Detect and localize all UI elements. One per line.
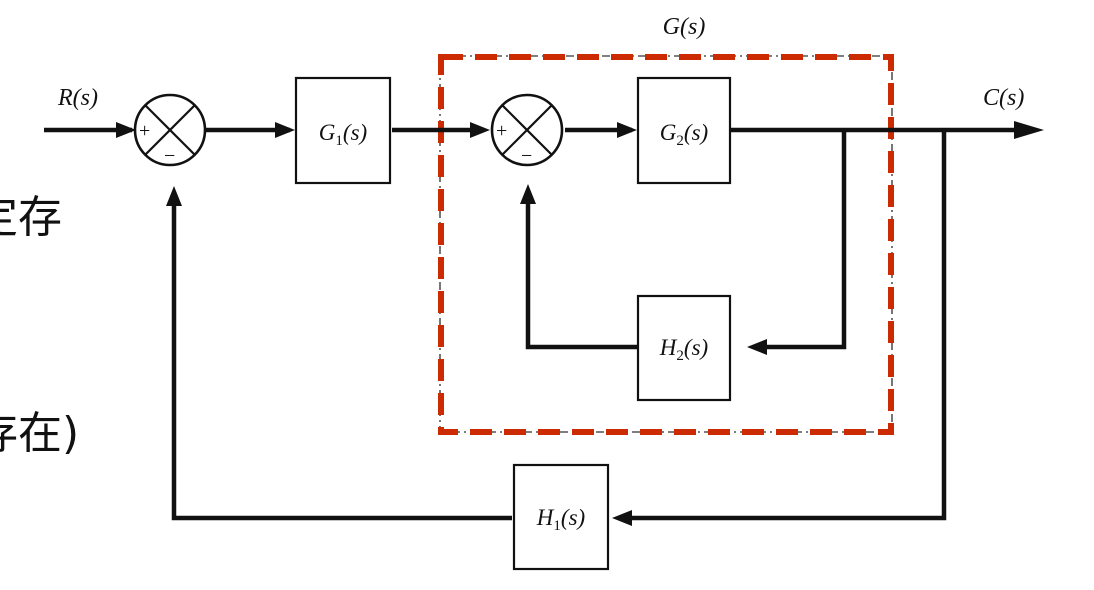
g2-block: G2(s) xyxy=(636,76,732,185)
partial-text-fragment-1: 定存 xyxy=(0,192,62,243)
output-label: C(s) xyxy=(983,85,1024,111)
h1-label: H1(s) xyxy=(536,505,585,534)
h1-block: H1(s) xyxy=(512,463,610,571)
sum2-to-g2-arrow xyxy=(617,122,637,138)
g1-to-sum2-arrow xyxy=(470,122,490,138)
input-arrow xyxy=(116,122,136,138)
outer-feedback-line xyxy=(620,130,947,521)
highlight-box xyxy=(438,54,894,435)
h2-label: H2(s) xyxy=(659,335,708,364)
g1-label: G1(s) xyxy=(319,120,367,149)
input-label: R(s) xyxy=(57,85,98,111)
g2-label: G2(s) xyxy=(660,120,708,149)
h2-to-sum2-arrow xyxy=(520,184,536,204)
outer-feedback-arrow xyxy=(612,510,632,526)
sum1-plus-sign: + xyxy=(139,120,150,142)
h1-to-sum1-line xyxy=(171,194,512,521)
sum2-plus-sign: + xyxy=(496,120,507,142)
group-label: G(s) xyxy=(663,14,706,40)
summing-junction-2: + − xyxy=(490,93,564,167)
h2-to-sum2-line xyxy=(525,190,638,350)
output-arrow xyxy=(1014,121,1044,139)
g1-block: G1(s) xyxy=(294,76,392,185)
h1-to-sum1-arrow xyxy=(166,186,182,206)
sum1-minus-sign: − xyxy=(164,145,175,167)
summing-junction-1: + − xyxy=(133,93,207,167)
sum2-minus-sign: − xyxy=(521,145,532,167)
inner-feedback-arrow xyxy=(747,339,767,355)
sum1-to-g1-arrow xyxy=(275,122,295,138)
inner-feedback-line xyxy=(754,130,847,350)
partial-text-fragment-2: 存在) xyxy=(0,408,80,459)
h2-block: H2(s) xyxy=(636,294,732,402)
